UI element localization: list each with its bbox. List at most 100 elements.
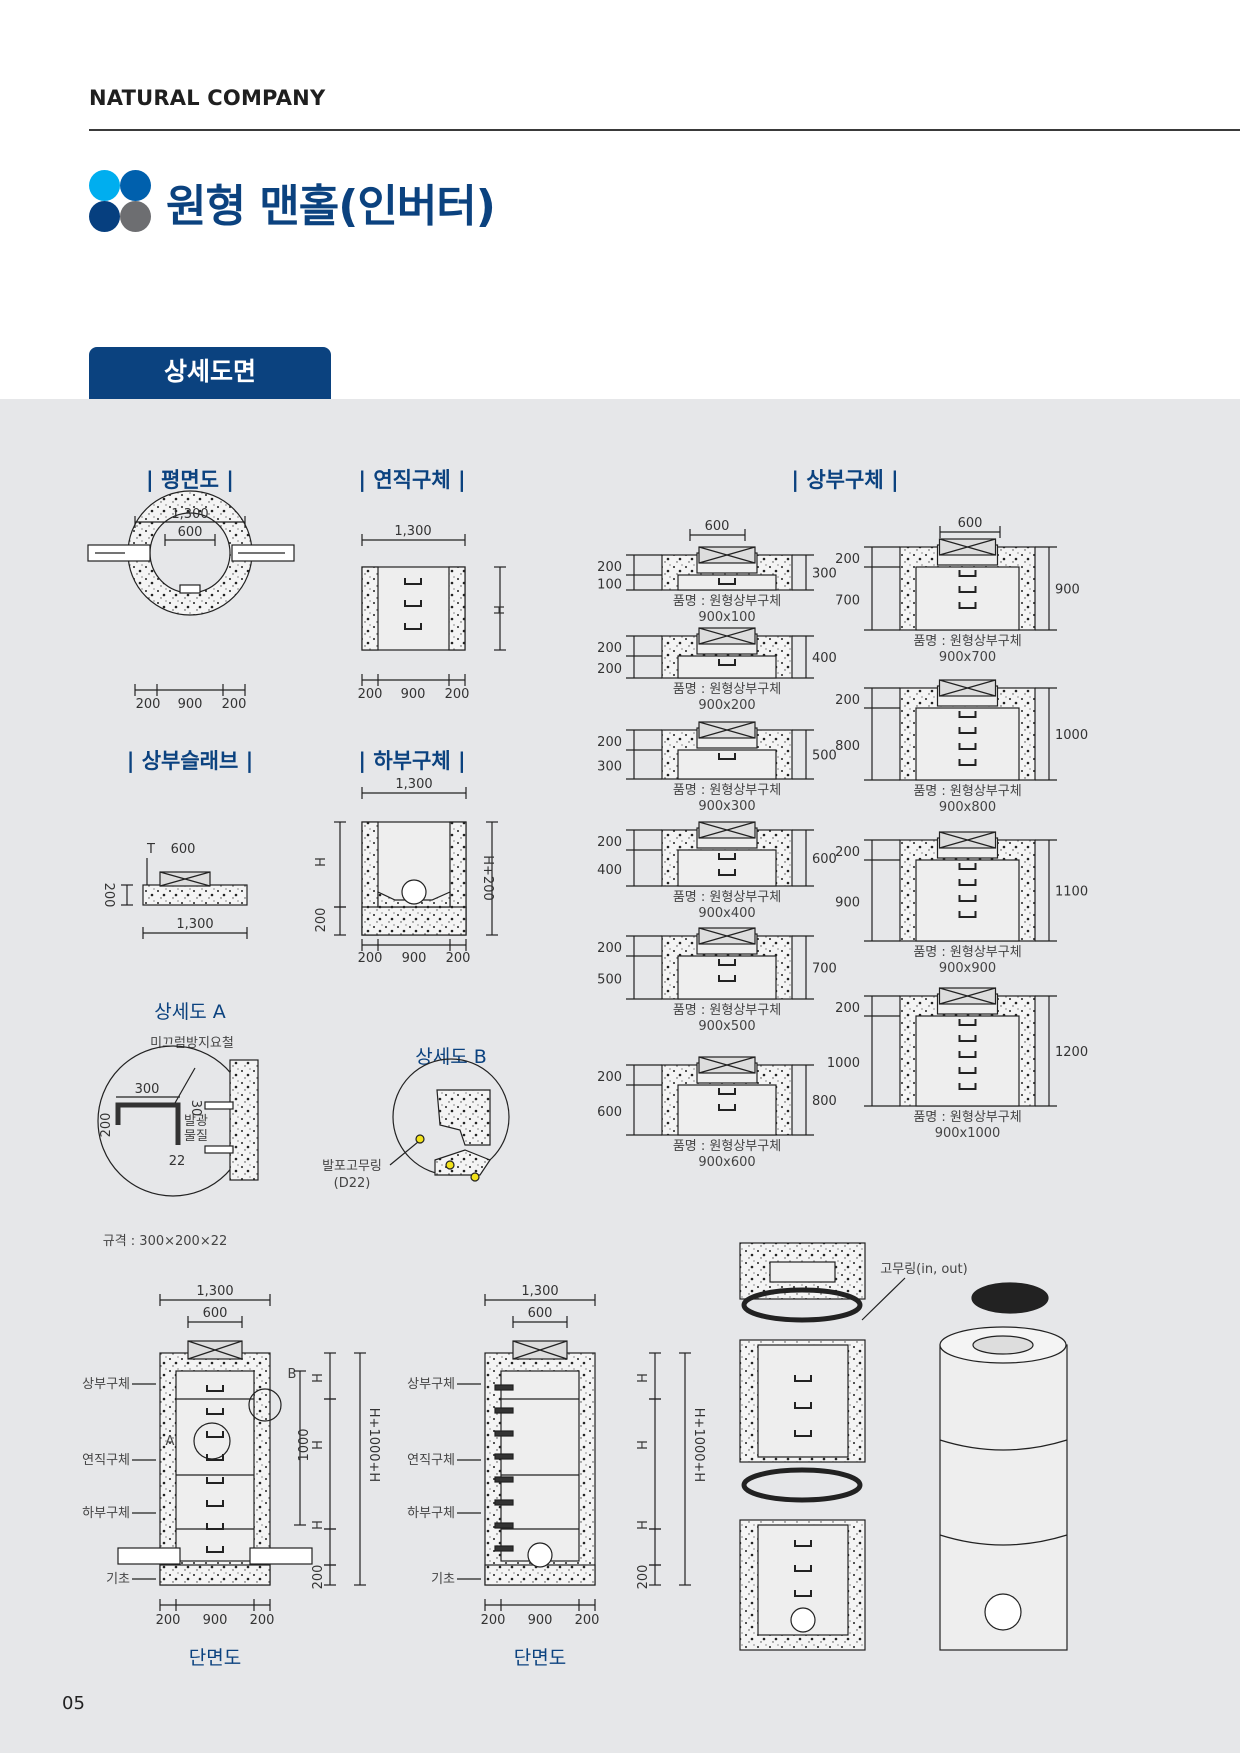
dimension-label: 200 [636,1565,651,1590]
upper-size: 900x900 [939,961,996,976]
wall-section [229,1059,259,1181]
dimension-label: 1,300 [196,1284,233,1299]
dimension-label: 700 [812,962,837,977]
ladder-step-icon [206,1523,224,1530]
step-bar [494,1384,514,1391]
cover-cross [698,627,756,645]
dimension-label: 900 [178,697,203,712]
dimension-label: 600 [597,1105,622,1120]
heading-lower: | 하부구체 | [358,749,465,774]
slab-body [142,884,248,906]
ladder-step-icon [958,1067,977,1074]
dimension-label: 800 [812,1094,837,1109]
dimension-label: 100 [597,578,622,593]
rubber-ring-dot-icon [445,1160,455,1170]
dimension-label: 200 [835,693,860,708]
ladder-step-icon [794,1402,812,1409]
cover-cross [698,546,756,564]
dimension-label: 900 [528,1613,553,1628]
ladder-step-icon [718,869,736,876]
ladder-step-icon [718,853,736,860]
dimension-label: 200 [597,641,622,656]
upper-size: 900x1000 [935,1126,1001,1141]
dimension-label: 900 [401,687,426,702]
upper-caption: 품명 : 원형상부구체 [913,634,1021,649]
dimension-label: 1,300 [171,507,208,522]
part-label: 연직구체 [82,1453,130,1468]
dimension-label: 900 [1055,583,1080,598]
detail-a-heading: 상세도 A [154,1001,225,1023]
upper-caption: 품명 : 원형상부구체 [913,784,1021,799]
dimension-label: 600 [178,525,203,540]
ladder-step-icon [206,1408,224,1415]
upper-chamber [677,749,777,780]
dimension-label: 500 [597,973,622,988]
ladder-step-icon [718,975,736,982]
dimension-label: H [311,1440,326,1450]
invert-channel [377,891,451,908]
part-label: 기초 [106,1572,130,1587]
dimension-label: 200 [445,687,470,702]
upper-size: 900x100 [698,610,755,625]
dimension-label: 300 [597,760,622,775]
ladder-step-icon [718,959,736,966]
dimension-label: 600 [528,1306,553,1321]
ladder-step-icon [718,578,736,585]
upper-size: 900x200 [698,698,755,713]
upper-caption: 품명 : 원형상부구체 [913,1110,1021,1125]
upper-size: 900x300 [698,799,755,814]
dimension-label: 200 [314,908,329,933]
cover-cross [698,1056,756,1074]
upper-chamber [677,849,777,887]
ladder-step-icon [958,570,977,577]
ladder-step-icon [958,911,977,918]
dimension-label: H [636,1373,651,1383]
pipe-opening [401,879,427,905]
ladder-step-icon [718,1088,736,1095]
dimension-label: 800 [835,739,860,754]
heading-plan: | 평면도 | [146,468,234,493]
rubber-ring-icon [741,1467,863,1503]
dimension-label: 200 [156,1613,181,1628]
ladder-step-icon [206,1454,224,1461]
cover-cross [187,1340,243,1360]
ladder-step-icon [206,1546,224,1553]
dimension-label: 200 [222,697,247,712]
step-bar [494,1407,514,1414]
ladder-step-icon [206,1431,224,1438]
ladder-step-icon [958,602,977,609]
step-bar [494,1545,514,1552]
dimension-label: 1000 [1055,728,1088,743]
step-bar [494,1430,514,1437]
dimension-label: 400 [597,863,622,878]
upper-caption: 품명 : 원형상부구체 [673,1003,781,1018]
cover-cross [939,538,996,556]
dimension-label: 200 [597,662,622,677]
dimension-label: 200 [358,687,383,702]
page-number: 05 [62,1693,85,1714]
dimension-label: H [636,1440,651,1450]
pipe-opening [984,1593,1022,1631]
ladder-step-icon [958,759,977,766]
ladder-step-icon [958,1019,977,1026]
ladder-step-icon [404,623,422,630]
dimension-label: 200 [136,697,161,712]
dimension-label: 1,300 [176,917,213,932]
dimension-label: H+1000+H [366,1408,381,1482]
detail-a-marker [193,1422,231,1460]
ladder-rung [115,1102,181,1145]
dimension-label: 1000 [297,1428,312,1461]
upper-caption: 품명 : 원형상부구체 [913,945,1021,960]
part-label: 연직구체 [407,1453,455,1468]
dimension-label: 400 [812,651,837,666]
ladder-step-icon [958,863,977,870]
dimension-label: 200 [835,1001,860,1016]
ladder-step-icon [794,1430,812,1437]
cover-cross [939,679,996,697]
section-caption: 단면도 [189,1647,241,1669]
base [361,906,467,936]
ladder-step-icon [404,578,422,585]
ladder-step-icon [718,659,736,666]
ladder-step-icon [718,1104,736,1111]
dimension-label: 30 [188,1100,203,1117]
